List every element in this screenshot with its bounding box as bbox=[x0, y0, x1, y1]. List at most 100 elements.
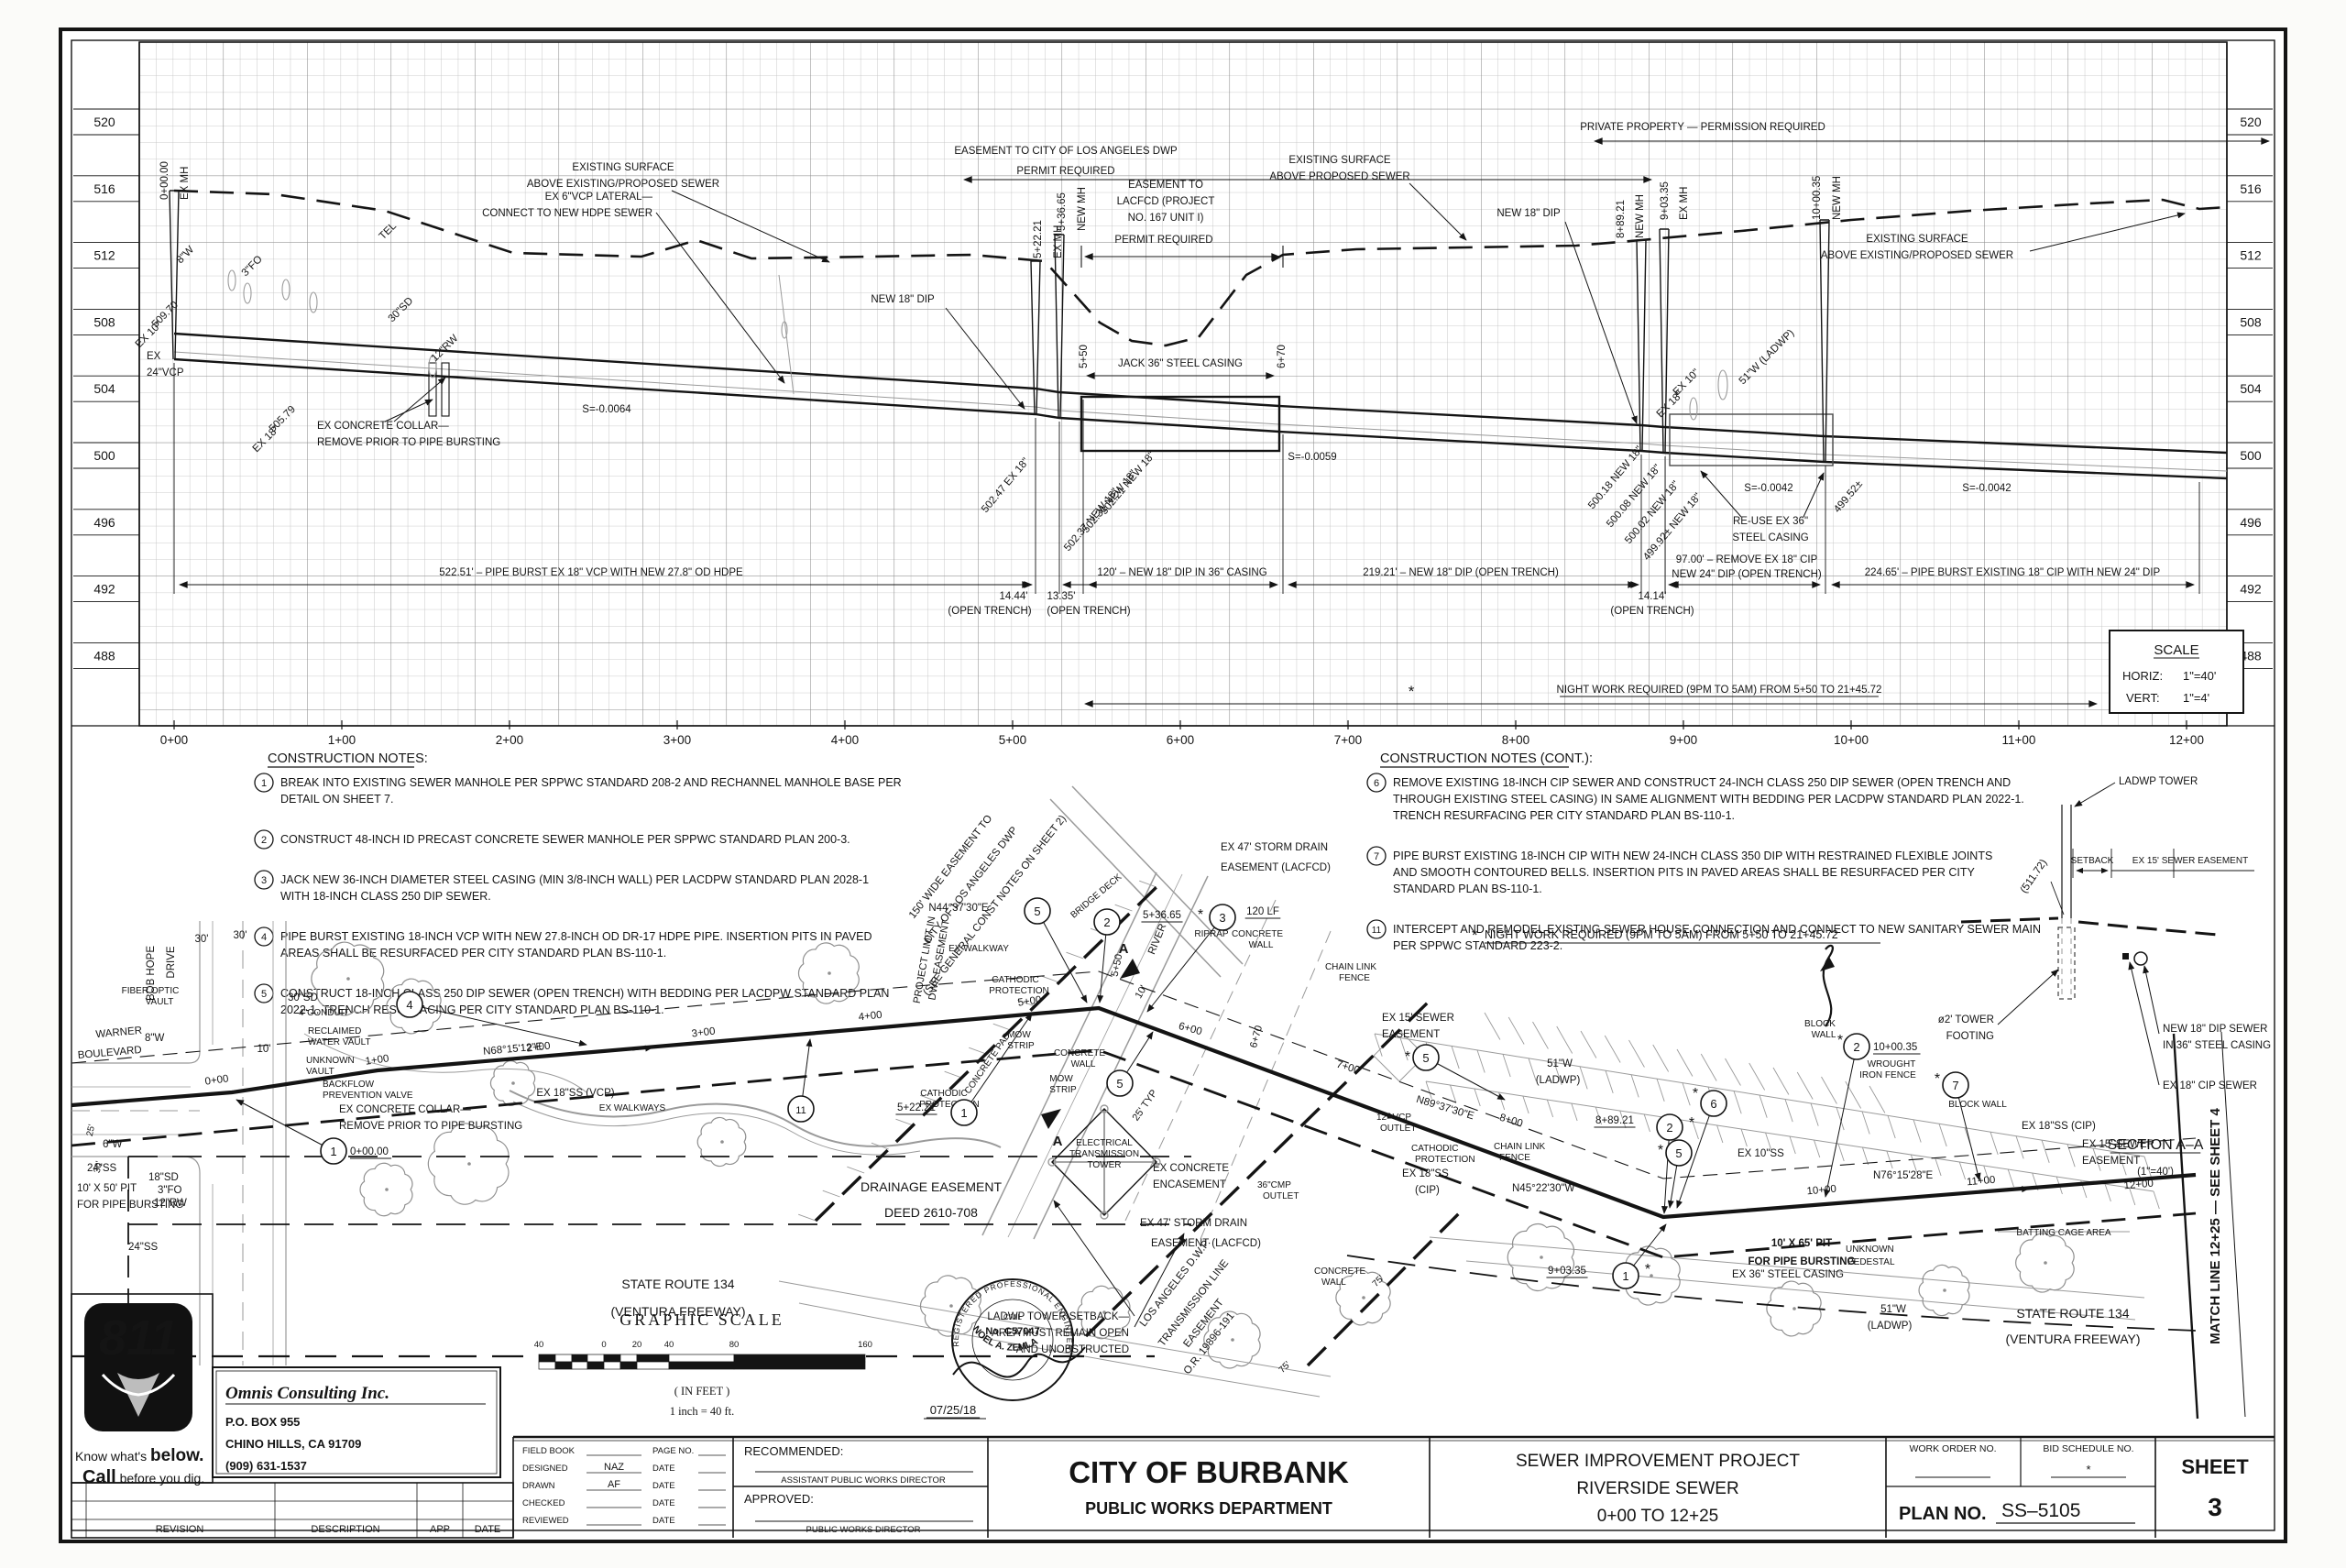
profile-annotation: EASEMENT TO bbox=[1128, 180, 1203, 191]
plan-annotation: 5+36.65 bbox=[1143, 910, 1181, 921]
note-number-circle bbox=[1366, 846, 1387, 866]
notes-right-heading: CONSTRUCTION NOTES (CONT.): bbox=[1380, 751, 1593, 766]
plan-annotation: A bbox=[1053, 1134, 1063, 1149]
note-number: 11 bbox=[1372, 926, 1382, 936]
graphic-scale-tick: 40 bbox=[534, 1340, 544, 1350]
profile-annotation: S=-0.0064 bbox=[582, 404, 631, 415]
profile-annotation: S=-0.0059 bbox=[1288, 452, 1336, 463]
proposed-pipe-top bbox=[173, 332, 2228, 455]
tree bbox=[797, 942, 860, 1004]
fieldbook-label2: DATE bbox=[652, 1481, 675, 1491]
profile-annotation: NEW MH bbox=[1077, 187, 1088, 231]
plan-annotation: PREVENTION VALVE bbox=[323, 1091, 413, 1101]
plan-annotation: 24"SS bbox=[128, 1242, 159, 1253]
plan-annotation: AREA MUST REMAIN OPEN bbox=[992, 1328, 1129, 1339]
date-header: DATE bbox=[475, 1524, 501, 1535]
sewer-alignment bbox=[71, 1005, 2197, 1220]
plan-annotation: MOW bbox=[1049, 1074, 1073, 1084]
plan-annotation: WROUGHT bbox=[1868, 1059, 1916, 1069]
profile-annotation: EXISTING SURFACE bbox=[1866, 234, 1968, 245]
elevation-label: 512 bbox=[93, 248, 115, 263]
project-block: SEWER IMPROVEMENT PROJECT RIVERSIDE SEWE… bbox=[1516, 1452, 1800, 1526]
profile-annotation: NEW 24" DIP (OPEN TRENCH) bbox=[1672, 569, 1822, 580]
plan-annotation: WARNER bbox=[95, 1025, 143, 1040]
logo-811-number: 811 bbox=[99, 1310, 178, 1365]
agency-block: CITY OF BURBANK PUBLIC WORKS DEPARTMENT bbox=[1069, 1455, 1349, 1518]
plan-annotation: PROTECTION bbox=[919, 1100, 980, 1110]
note-line: CONSTRUCT 18-INCH CLASS 250 DIP SEWER (O… bbox=[280, 987, 889, 1000]
note-line: PIPE BURST EXISTING 18-INCH VCP WITH NEW… bbox=[280, 930, 872, 943]
callout-circle bbox=[1700, 1090, 1727, 1117]
agency-dept: PUBLIC WORKS DEPARTMENT bbox=[1085, 1499, 1332, 1518]
description-header: DESCRIPTION bbox=[311, 1524, 379, 1535]
know-whats: Know what's below. bbox=[75, 1446, 203, 1465]
plan-no-label: PLAN NO. bbox=[1899, 1504, 1987, 1524]
manhole-risers bbox=[169, 190, 1830, 463]
fieldbook-label: REVIEWED bbox=[522, 1516, 569, 1526]
plan-annotation: EX 47' STORM DRAIN bbox=[1140, 1218, 1247, 1229]
plan-annotation: EASEMENT (LACFCD) bbox=[1221, 862, 1331, 873]
note-line: DETAIL ON SHEET 7. bbox=[280, 793, 393, 806]
plan-annotation: VAULT bbox=[146, 997, 174, 1007]
graphic-scale-tick: 20 bbox=[632, 1340, 642, 1350]
fieldbook-label2: PAGE NO. bbox=[652, 1446, 694, 1456]
tree bbox=[2015, 1233, 2075, 1293]
section-annotation: (1"=40') bbox=[2137, 1167, 2174, 1178]
section-annotation: NEW 18" DIP SEWER bbox=[2163, 1024, 2267, 1035]
callout-number: 3 bbox=[1219, 911, 1225, 925]
elevation-label: 500 bbox=[93, 448, 115, 463]
manhole-riser bbox=[1659, 228, 1670, 454]
note-number-circle bbox=[254, 773, 274, 793]
plan-annotation: EX WALKWAYS bbox=[599, 1103, 666, 1113]
plan-annotation: 12" VCP bbox=[1376, 1113, 1411, 1123]
callout-leader bbox=[963, 1013, 1033, 1113]
note-line: JACK NEW 36-INCH DIAMETER STEEL CASING (… bbox=[280, 873, 869, 886]
plan-annotation: N45°22'30"W bbox=[1512, 1183, 1575, 1194]
profile-annotation: EX MH bbox=[1053, 225, 1064, 258]
plan-annotation: (LADWP) bbox=[1868, 1321, 1913, 1332]
profile-annotation: EX bbox=[147, 351, 161, 362]
plan-annotation: 0+00.00 bbox=[350, 1146, 389, 1157]
plan-annotation: UNKNOWN bbox=[306, 1056, 355, 1066]
station-label: 6+00 bbox=[1167, 733, 1194, 747]
station-label: 12+00 bbox=[2169, 733, 2204, 747]
callout-number: 2 bbox=[1853, 1040, 1859, 1054]
callout-number: 11 bbox=[795, 1105, 806, 1116]
note-number: 2 bbox=[261, 835, 267, 846]
note-number: 1 bbox=[261, 778, 267, 789]
sheet-label: SHEET bbox=[2181, 1455, 2249, 1478]
callout-circle bbox=[1106, 1069, 1134, 1097]
callout-leader bbox=[1661, 1126, 1671, 1214]
note-line: THROUGH EXISTING STEEL CASING) IN SAME A… bbox=[1393, 793, 2024, 806]
approval-block: RECOMMENDED: ASSISTANT PUBLIC WORKS DIRE… bbox=[733, 1444, 988, 1535]
section-annotation: SETBACK bbox=[2071, 856, 2114, 866]
proposed-pipe-invert bbox=[173, 357, 2228, 480]
profile-annotation: (OPEN TRENCH) bbox=[948, 606, 1031, 617]
elevation-label: 504 bbox=[2240, 381, 2262, 396]
plan-annotation: WATER VAULT bbox=[308, 1037, 371, 1047]
elevation-label: 508 bbox=[2240, 314, 2262, 329]
tree bbox=[919, 1275, 981, 1337]
plan-annotation: 5+50 bbox=[1110, 953, 1125, 978]
plan-annotation: N76°15'28"E bbox=[1873, 1170, 1934, 1181]
plan-annotation: 12"RW bbox=[154, 1198, 187, 1209]
callout-number: 2 bbox=[1103, 916, 1110, 929]
callout-circle bbox=[1412, 1044, 1440, 1071]
tree bbox=[311, 941, 385, 1016]
note-number: 6 bbox=[1374, 778, 1379, 789]
sheet-inner-border bbox=[71, 39, 2275, 1531]
callout-circle bbox=[1665, 1139, 1693, 1167]
plan-annotation: EX CONCRETE COLLAR— bbox=[339, 1104, 471, 1115]
callout-number: 1 bbox=[330, 1145, 336, 1158]
graphic-scale-tick: 40 bbox=[664, 1340, 674, 1350]
plan-annotation: 30' bbox=[234, 930, 247, 941]
note-number-circle bbox=[1366, 773, 1387, 793]
manhole-riser bbox=[1819, 219, 1830, 463]
plan-annotation: * bbox=[1405, 1049, 1410, 1065]
fieldbook-value: AF bbox=[608, 1479, 620, 1490]
section-annotation: IN 36" STEEL CASING bbox=[2163, 1040, 2271, 1051]
plan-annotation: 10' X 65' PIT bbox=[1771, 1238, 1832, 1249]
station-label: 8+00 bbox=[1502, 733, 1529, 747]
callout-circle bbox=[320, 1137, 347, 1165]
title-block: REVISION DESCRIPTION APP DATE FIELD BOOK… bbox=[71, 1435, 2275, 1539]
